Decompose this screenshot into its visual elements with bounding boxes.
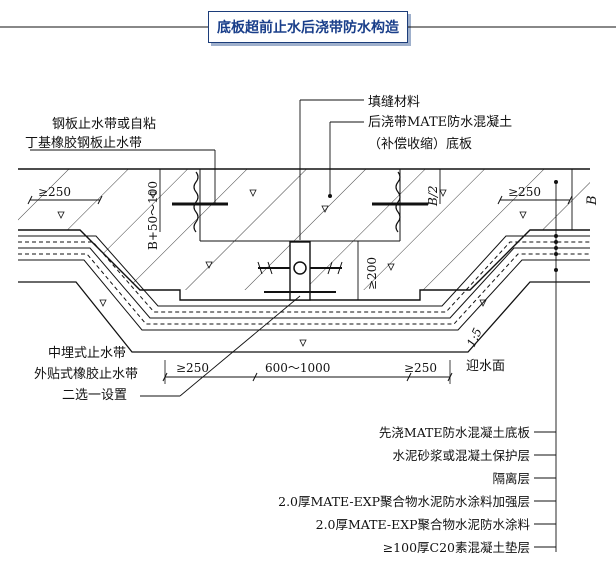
layer-label: 2.0厚MATE-EXP聚合物水泥防水涂料: [316, 517, 531, 532]
dim-600-1000: 600～1000: [265, 361, 330, 375]
dim-ge-200: ≥200: [365, 257, 379, 290]
callout-embedded-1: 中埋式止水带: [48, 346, 126, 361]
water-face-label: 迎水面: [466, 359, 505, 374]
callout-post-cast-2: （补偿收缩）底板: [368, 136, 472, 152]
callout-steel-1: 钢板止水带或自粘: [52, 117, 156, 132]
layer-label: 隔离层: [492, 471, 530, 486]
layer-label: 水泥砂浆或混凝土保护层: [392, 448, 530, 463]
fill-joint-right: [395, 171, 401, 233]
dim-bottom-right-250: ≥250: [404, 361, 437, 375]
fill-joint-left: [193, 171, 199, 233]
drawing-title: 底板超前止水后浇带防水构造: [208, 11, 408, 43]
callout-fill-material: 填缝材料: [368, 95, 420, 110]
dim-b50-100: B+50～100: [146, 181, 160, 250]
slope-ratio: 1:5: [464, 326, 485, 349]
layer-label: 先浇MATE防水混凝土底板: [379, 425, 531, 440]
dim-bottom-left-250: ≥250: [176, 361, 209, 375]
embedded-waterstop: [289, 241, 311, 301]
callout-embedded-2: 外贴式橡胶止水带: [34, 366, 138, 382]
dim-half-b: B/2: [426, 186, 440, 208]
callout-post-cast: 后浇带MATE防水混凝土: [368, 114, 512, 130]
callout-embedded-3: 二选一设置: [62, 388, 127, 403]
slab-hatch: [18, 169, 590, 290]
callout-steel-2: 丁基橡胶钢板止水带: [25, 135, 142, 151]
waterproof-layers: [18, 235, 590, 353]
dim-left-250: ≥250: [38, 185, 71, 199]
dim-b: B: [585, 195, 600, 206]
layer-label: ≥100厚C20素混凝土垫层: [383, 540, 530, 555]
layer-label: 2.0厚MATE-EXP聚合物水泥防水涂料加强层: [278, 494, 530, 509]
dim-right-250: ≥250: [508, 185, 541, 199]
